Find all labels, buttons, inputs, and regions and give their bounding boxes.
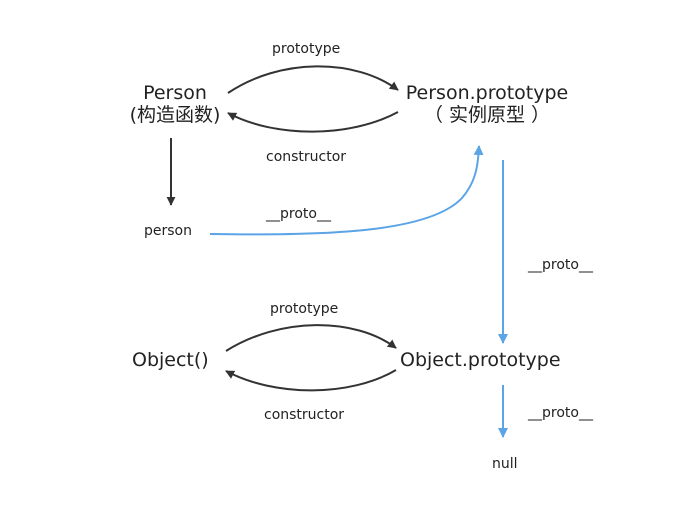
label-proto-person: __proto__ (266, 206, 331, 222)
arrow-constructor-top (227, 111, 399, 133)
label-constructor-top: constructor (266, 149, 347, 165)
node-object-prototype: Object.prototype (400, 349, 561, 371)
label-proto-object-prototype: __proto__ (528, 405, 593, 421)
node-person-constructor: Person (构造函数) (129, 82, 221, 127)
label-proto-person-prototype: __proto__ (528, 257, 593, 273)
arrow-constructor-bottom (225, 369, 397, 392)
node-null: null (492, 456, 518, 472)
node-person-instance: person (144, 223, 192, 239)
arrow-proto-person (209, 145, 484, 236)
label-prototype-bottom: prototype (270, 301, 339, 317)
person-constructor-name: Person (143, 82, 207, 104)
person-prototype-subtitle: （ 实例原型 ） (423, 103, 551, 126)
node-object-constructor: Object() (132, 349, 209, 371)
node-person-prototype: Person.prototype （ 实例原型 ） (405, 82, 569, 127)
label-constructor-bottom: constructor (264, 407, 345, 423)
person-constructor-subtitle: (构造函数) (129, 103, 221, 126)
arrow-prototype-bottom (225, 324, 397, 352)
arrow-prototype-top (227, 65, 399, 94)
label-prototype-top: prototype (272, 41, 341, 57)
person-prototype-name: Person.prototype (405, 82, 569, 104)
